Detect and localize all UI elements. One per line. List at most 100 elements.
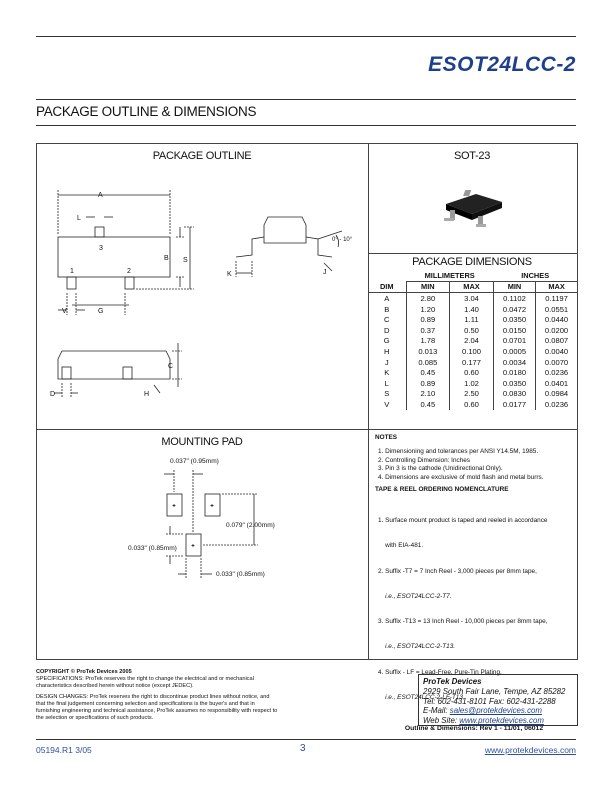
tape-item: 1. Surface mount product is taped and re… [378,517,548,525]
dim-pitch: 0.037" (0.95mm) [170,458,219,465]
web-line: Web Site: www.protekdevices.com [423,716,544,726]
dimension-value: 0.45 [405,399,450,410]
mounting-pad-drawing: 0.037" (0.95mm) 0.079" (2.00mm) 0.033" (… [128,458,275,578]
sot-divider [368,253,577,254]
note-item: 4. Dimensions are exclusive of mold flas… [378,473,544,481]
group-header-mm: MILLIMETERS [406,270,494,282]
dimension-label: D [384,325,390,335]
dimension-value: 0.0070 [535,356,577,368]
mounting-pad-title: MOUNTING PAD [161,436,243,448]
tape-item: 4. Suffix - LF = Lead-Free, Pure-Tin Pla… [378,668,502,676]
note-item: 1. Dimensioning and tolerances per ANSI … [378,448,539,456]
dimension-value: 2.10 [405,388,450,400]
dimension-label: K [384,368,390,378]
tape-item: 3. Suffix -T13 = 13 Inch Reel - 10,000 p… [378,618,548,626]
dimension-value: 0.89 [405,314,450,325]
dimension-value: 0.0236 [535,399,577,410]
website-link[interactable]: www.protekdevices.com [459,716,544,726]
col-header: MAX [535,281,577,293]
tape-item: 2. Suffix -T7 = 7 Inch Reel - 3,000 piec… [378,567,537,575]
label-A: A [98,192,103,199]
dimension-value: 0.0984 [535,388,577,400]
design-changes-text: DESIGN CHANGES: ProTek reserves the righ… [36,694,278,721]
copyright-text: SPECIFICATIONS: ProTek reserves the righ… [36,675,254,689]
top-rule [36,36,576,37]
label-V: V [62,308,67,315]
dimension-label: B [384,304,390,314]
dimension-value: 0.60 [449,399,494,410]
dimension-value: 0.013 [405,346,450,357]
tape-item: i.e., ESOT24LCC-2-T13. [378,643,456,651]
dimension-value: 0.0150 [492,324,536,336]
dimension-value: 0.0440 [535,314,577,325]
dimension-value: 0.0401 [535,377,577,389]
package-dimensions-title: PACKAGE DIMENSIONS [412,256,532,268]
dimension-value: 2.04 [449,335,494,347]
label-H: H [144,391,149,398]
tape-item: i.e., ESOT24LCC-2-T7. [378,592,452,600]
dimension-label: A [384,293,390,303]
horizontal-divider [36,429,369,430]
rule [36,99,576,100]
email-link[interactable]: sales@protekdevices.com [449,706,542,716]
vertical-divider [368,143,369,659]
label-pin3: 3 [99,245,103,252]
dimensions-table: MILLIMETERS INCHES DIM MIN MAX MIN MAX A… [368,270,577,410]
dimension-value: 2.80 [405,292,450,304]
tape-title: TAPE & REEL ORDERING NOMENCLATURE [375,486,509,494]
dimension-value: 0.50 [449,324,494,336]
sot23-package-icon [444,190,502,227]
col-header: MAX [449,281,494,293]
horizontal-divider-right [368,429,577,430]
dim-pad-length: 0.033" (0.85mm) [128,545,177,552]
dimension-value: 0.0472 [492,303,536,315]
col-header: MIN [492,281,536,293]
dimension-value: 0.100 [449,346,494,357]
revision: Outline & Dimensions: Rev 1 - 11/01, 060… [404,725,544,732]
dimension-value: 2.50 [449,388,494,400]
package-outline-title: PACKAGE OUTLINE [152,150,252,162]
dimension-value: 0.37 [405,324,450,336]
dimension-value: 1.78 [405,335,450,347]
notes-title: NOTES [375,434,398,441]
sot-title: SOT-23 [453,150,491,162]
email-line: E-Mail: sales@protekdevices.com [423,706,542,716]
part-number: ESOT24LCC-2 [428,53,576,76]
dimension-value: 0.0034 [492,356,536,368]
dimension-value: 0.0200 [535,324,577,336]
dimension-value: 0.0807 [535,335,577,347]
address: 2929 South Fair Lane, Tempe, AZ 85282 [423,686,566,696]
dimension-label: G [383,336,390,346]
dim-span: 0.079" (2.00mm) [226,522,275,529]
dimension-value: 0.45 [405,367,450,378]
dimension-label: V [384,399,390,409]
dimension-value: 0.177 [449,356,494,368]
note-item: 3. Pin 3 is the cathode (Unidirectional … [378,465,503,473]
dimension-value: 3.04 [449,292,494,304]
dimension-value: 1.11 [449,314,494,325]
note-item: 2. Controlling Dimension: Inches [378,456,470,464]
dimension-value: 0.0005 [492,346,536,357]
company-name: ProTek Devices [423,677,482,686]
dimension-value: 1.40 [449,303,494,315]
main-frame [36,143,578,660]
footer-website-link[interactable]: www.protekdevices.com [484,745,576,755]
dimension-value: 0.0350 [492,377,536,389]
dimension-value: 0.0040 [535,346,577,357]
dimension-value: 1.20 [405,303,450,315]
dimension-value: 0.0830 [492,388,536,400]
dimension-value: 0.0236 [535,367,577,378]
section-title: PACKAGE OUTLINE & DIMENSIONS [36,104,257,119]
dimension-value: 0.0701 [492,335,536,347]
label-D: D [50,391,55,398]
dimension-label: J [384,357,389,367]
label-K: K [227,271,232,278]
